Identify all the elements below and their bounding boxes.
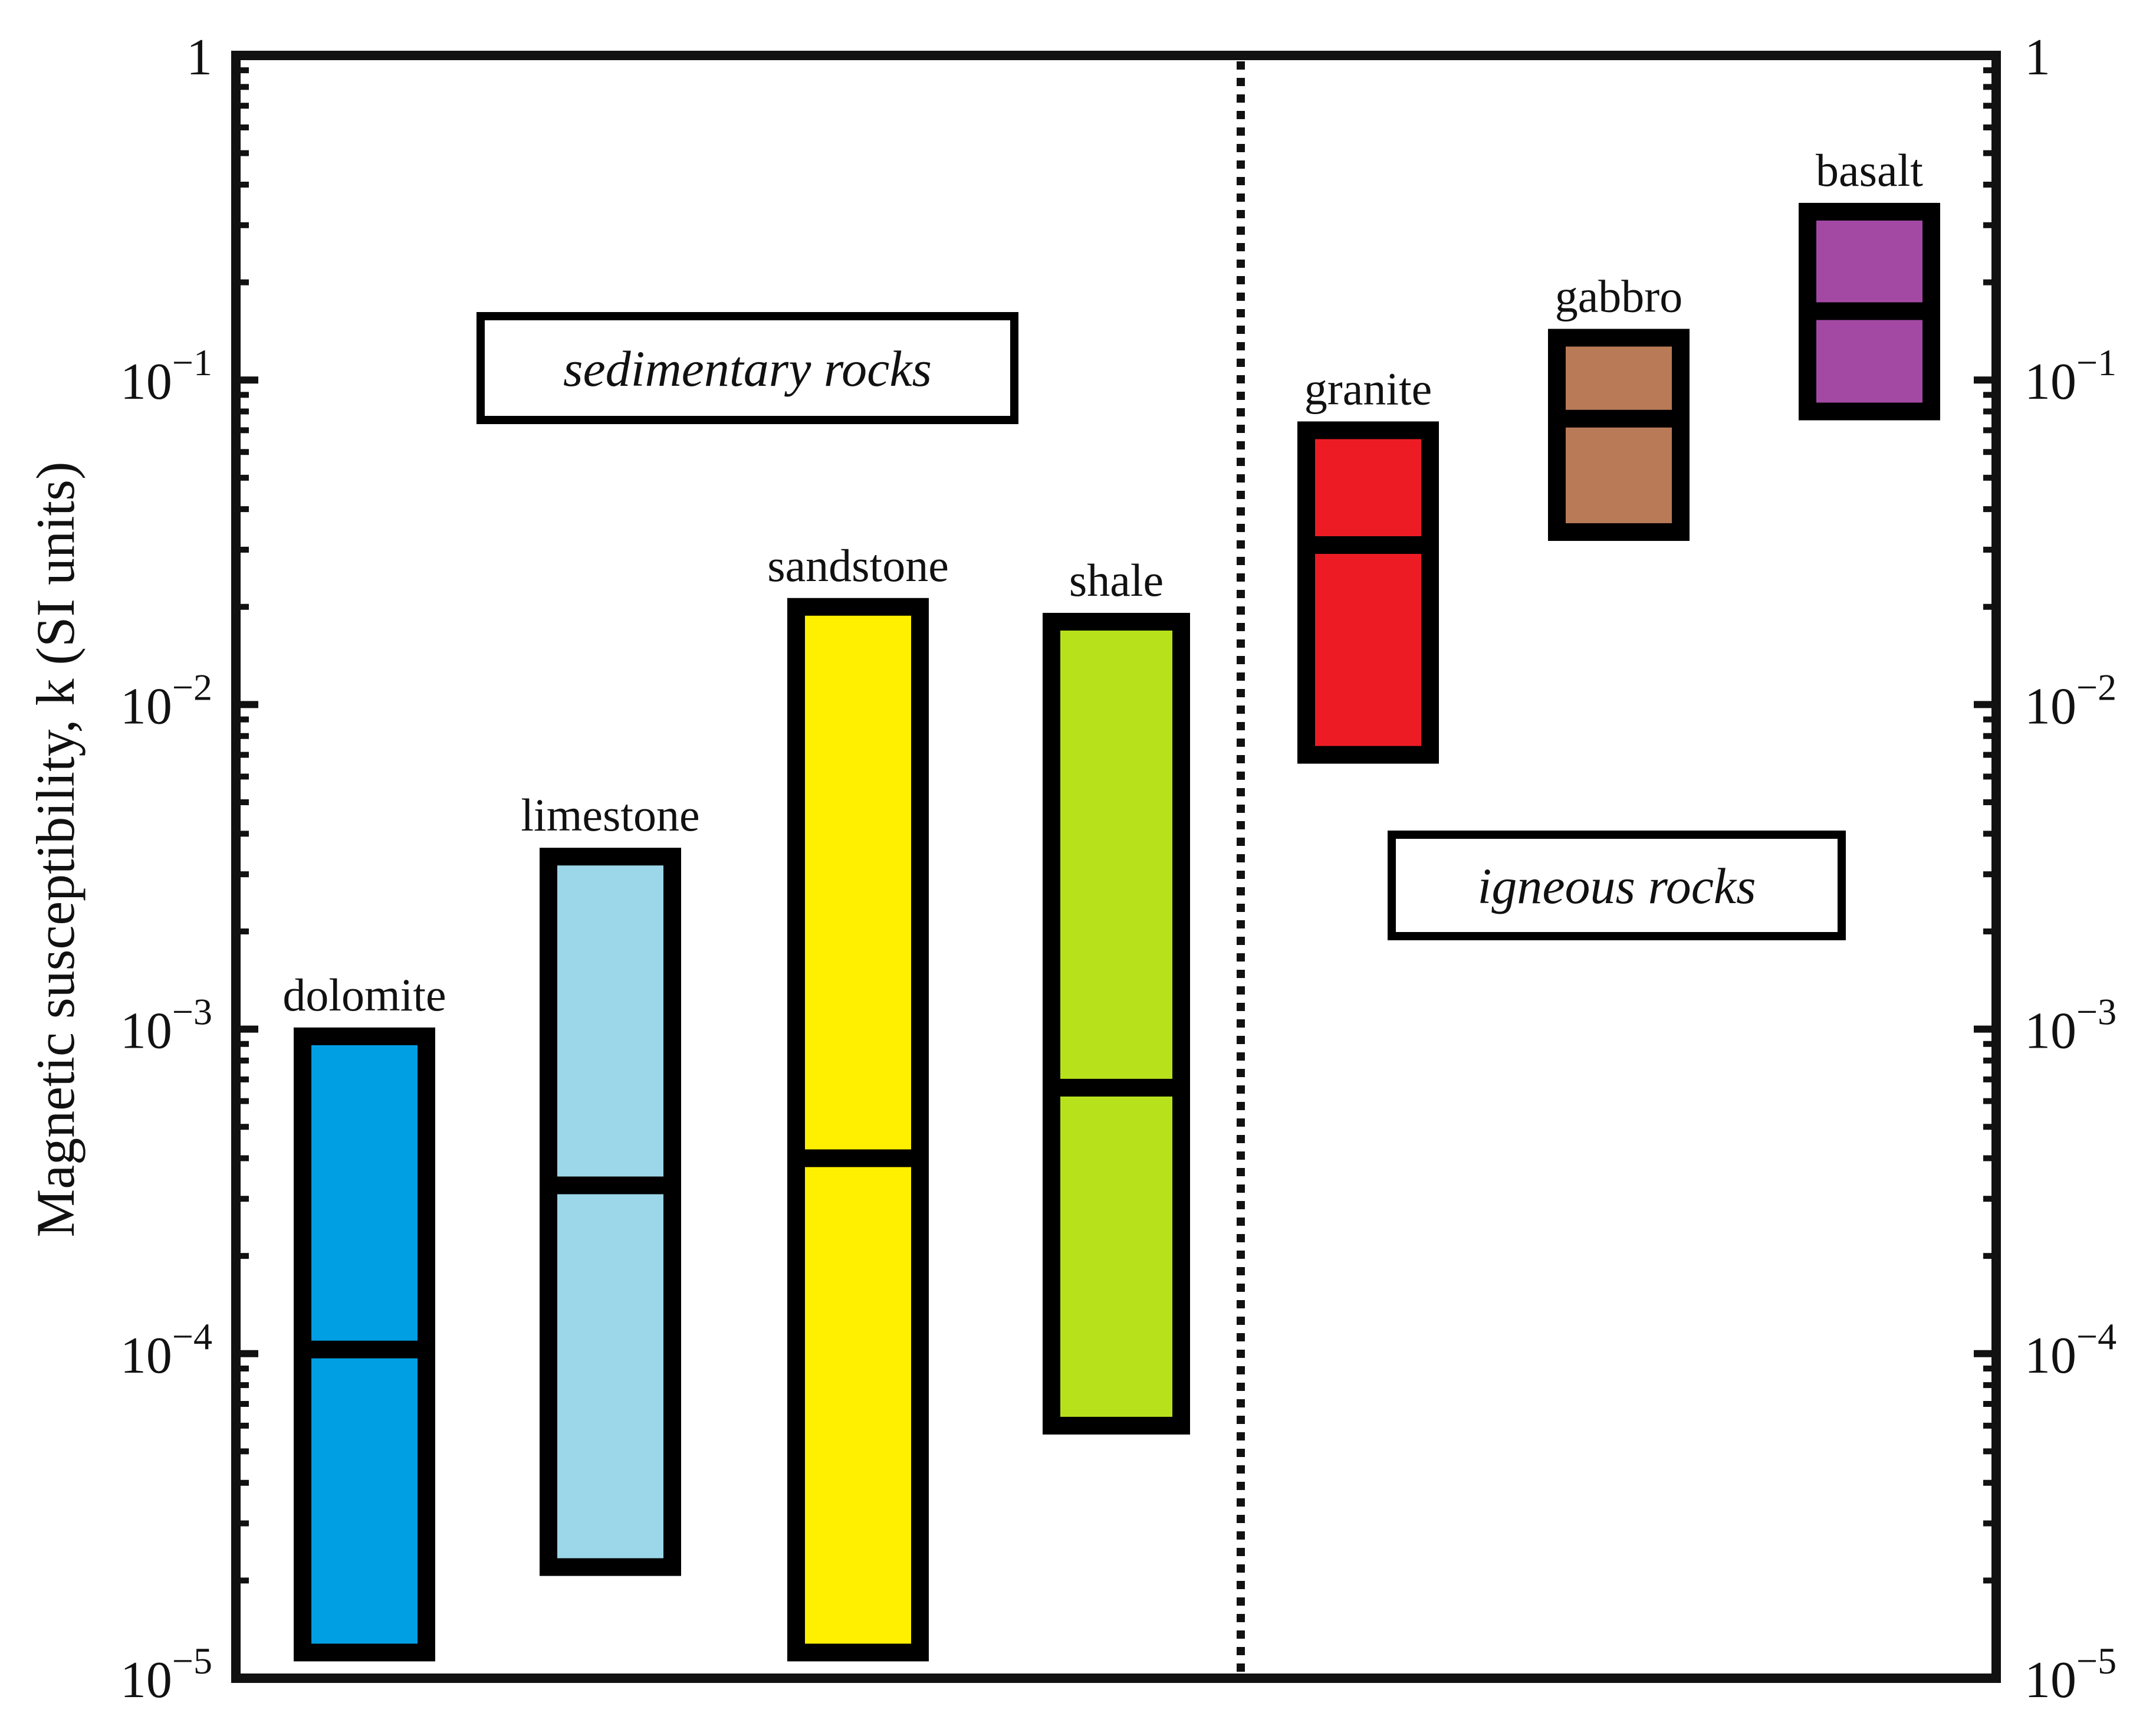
group-label: sedimentary rocks <box>563 340 932 397</box>
bar-sandstone <box>787 598 929 1662</box>
tick-base: 10 <box>120 1327 172 1384</box>
category-label-gabbro: gabbro <box>1555 270 1683 321</box>
y-tick-label-left: 1 <box>186 29 212 86</box>
tick-base: 10 <box>120 1652 172 1709</box>
bars <box>294 202 1940 1662</box>
group-box-frame <box>1388 831 1846 940</box>
y-axis-label: Magnetic susceptibility, k (SI units) <box>25 461 86 1237</box>
bar-dolomite <box>294 1027 435 1662</box>
plot-border <box>231 51 2001 1683</box>
y-tick-label-right: 10−4 <box>2024 1315 2116 1384</box>
tick-exponent: −3 <box>2076 991 2116 1033</box>
y-tick-label-left: 10−1 <box>120 342 212 411</box>
y-tick-label-left: 10−3 <box>120 991 212 1060</box>
category-label-limestone: limestone <box>521 789 699 841</box>
group-box-0: sedimentary rocks <box>476 312 1018 424</box>
category-label-basalt: basalt <box>1816 145 1923 196</box>
bar-shale <box>1043 612 1190 1435</box>
category-label-shale: shale <box>1069 554 1164 606</box>
tick-exponent: −4 <box>172 1315 212 1357</box>
y-tick-label-right: 10−1 <box>2024 342 2116 411</box>
y-tick-label-left: 10−4 <box>120 1315 212 1384</box>
category-label-dolomite: dolomite <box>282 969 446 1020</box>
bar-granite <box>1297 421 1439 764</box>
group-label: igneous rocks <box>1477 858 1756 914</box>
tick-exponent: −5 <box>2076 1640 2116 1682</box>
bar-range-shale <box>1043 612 1190 1435</box>
category-label-granite: granite <box>1304 363 1432 414</box>
tick-exponent: −4 <box>2076 1315 2116 1357</box>
bar-range-sandstone <box>787 598 929 1662</box>
group-box-frame <box>476 312 1018 424</box>
tick-base: 10 <box>120 1003 172 1060</box>
tick-exponent: −3 <box>172 991 212 1033</box>
bar-range-granite <box>1297 421 1439 764</box>
tick-exponent: −2 <box>172 666 212 708</box>
tick-exponent: −1 <box>172 342 212 383</box>
tick-base: 10 <box>2024 1652 2076 1709</box>
tick-base: 10 <box>120 678 172 735</box>
y-tick-label-right: 10−3 <box>2024 991 2116 1060</box>
tick-base: 10 <box>2024 353 2076 411</box>
tick-exponent: −5 <box>172 1640 212 1682</box>
tick-exponent: −1 <box>2076 342 2116 383</box>
y-tick-label-left: 10−2 <box>120 666 212 735</box>
tick-base: 10 <box>2024 1327 2076 1384</box>
y-tick-label-left: 10−5 <box>120 1640 212 1709</box>
y-tick-label-right: 1 <box>2024 29 2050 86</box>
bar-gabbro <box>1548 329 1690 541</box>
group-box-1: igneous rocks <box>1388 831 1846 940</box>
category-labels: dolomite limestone sandstone shale granite ga… <box>282 145 1923 1020</box>
plot-frame <box>231 51 2001 1683</box>
bar-range-gabbro <box>1548 329 1690 541</box>
bar-limestone <box>540 848 681 1576</box>
tick-base: 10 <box>120 353 172 411</box>
y-tick-label-right: 10−2 <box>2024 666 2116 735</box>
tick-base: 10 <box>2024 678 2076 735</box>
bar-range-limestone <box>540 848 681 1576</box>
tick-exponent: −2 <box>2076 666 2116 708</box>
group-label-boxes: sedimentary rocks igneous rocks <box>476 312 1846 940</box>
y-tick-label-right: 10−5 <box>2024 1640 2116 1709</box>
category-label-sandstone: sandstone <box>767 540 949 591</box>
bar-basalt <box>1799 202 1940 421</box>
tick-base: 10 <box>2024 1003 2076 1060</box>
